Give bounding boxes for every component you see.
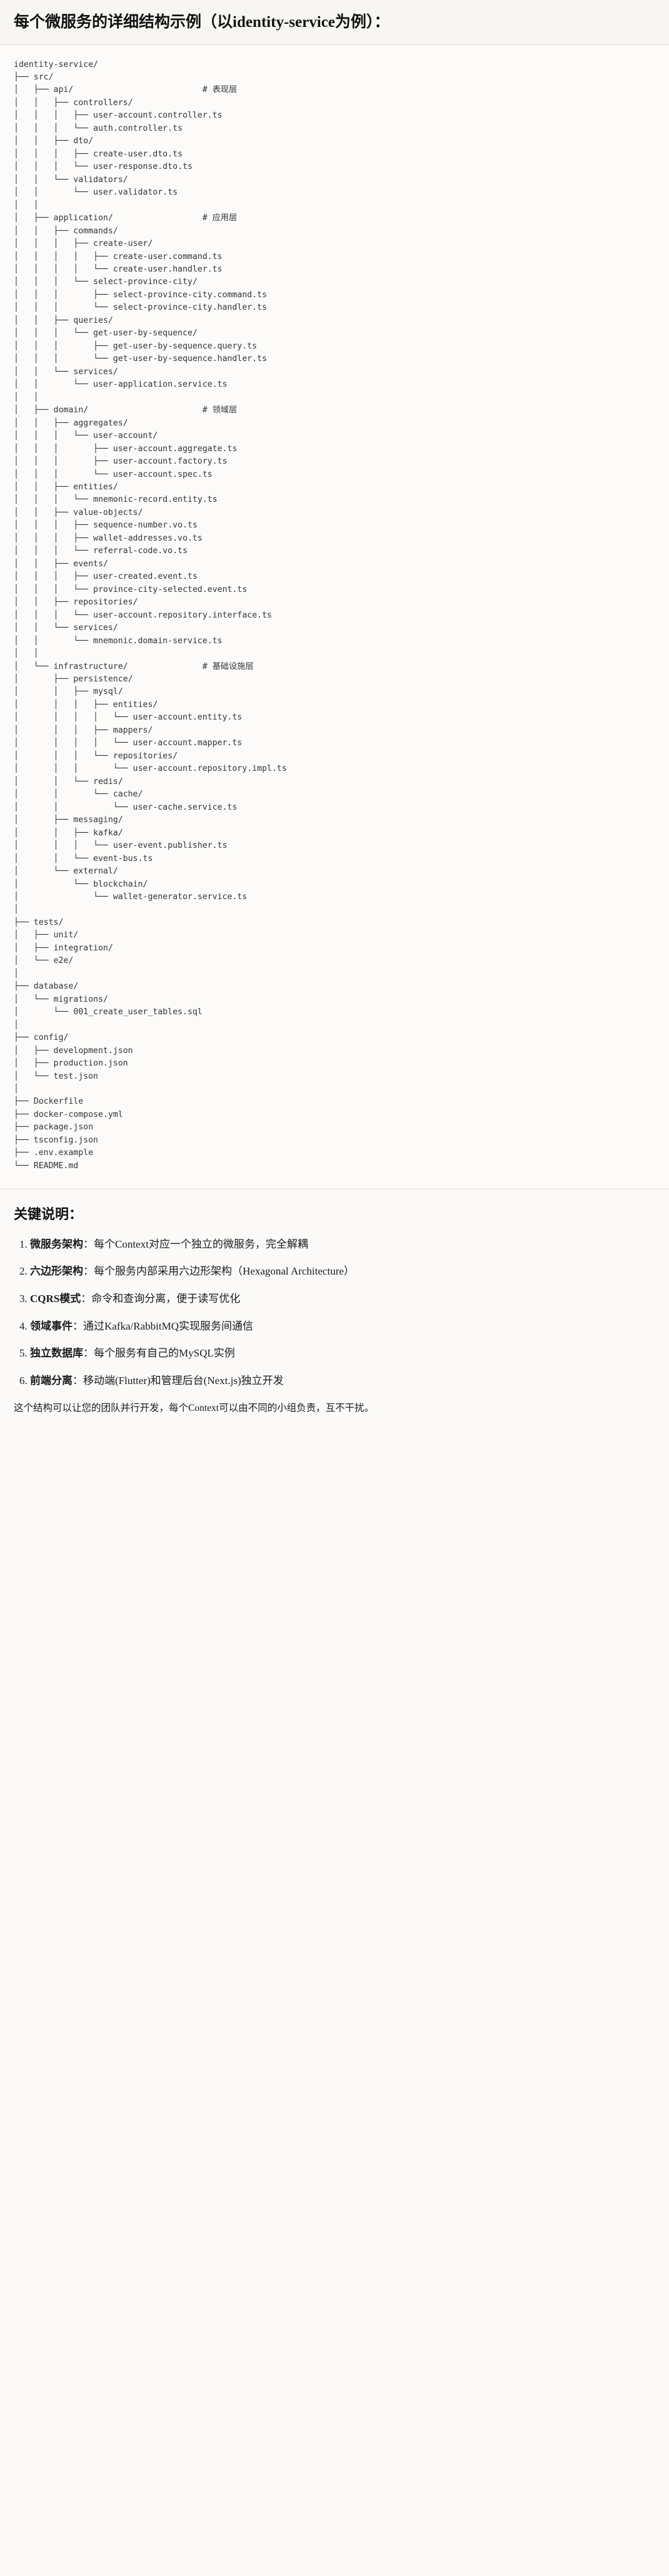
key-notes-list: 微服务架构：每个Context对应一个独立的微服务，完全解耦 六边形架构：每个服… <box>14 1237 655 1389</box>
list-item: 六边形架构：每个服务内部采用六边形架构（Hexagonal Architectu… <box>30 1264 655 1280</box>
note-desc: ：命令和查询分离，便于读写优化 <box>81 1293 241 1305</box>
key-notes-heading: 关键说明： <box>14 1206 83 1223</box>
note-term: CQRS模式 <box>30 1293 81 1305</box>
directory-tree: identity-service/ ├── src/ │ ├── api/ # … <box>14 59 287 1171</box>
note-term: 领域事件 <box>30 1320 73 1332</box>
note-desc: ：每个服务有自己的MySQL实例 <box>83 1347 235 1360</box>
list-item: 前端分离：移动端(Flutter)和管理后台(Next.js)独立开发 <box>30 1373 655 1389</box>
note-term: 微服务架构 <box>30 1238 83 1250</box>
list-item: 独立数据库：每个服务有自己的MySQL实例 <box>30 1346 655 1362</box>
note-desc: ：通过Kafka/RabbitMQ实现服务间通信 <box>73 1320 253 1332</box>
note-term: 六边形架构 <box>30 1265 83 1278</box>
note-term: 前端分离 <box>30 1374 73 1387</box>
key-notes-section: 关键说明： 微服务架构：每个Context对应一个独立的微服务，完全解耦 六边形… <box>0 1189 669 1435</box>
page-title: 每个微服务的详细结构示例（以identity-service为例）： <box>14 14 390 31</box>
list-item: 微服务架构：每个Context对应一个独立的微服务，完全解耦 <box>30 1237 655 1253</box>
document-page: 每个微服务的详细结构示例（以identity-service为例）： ident… <box>0 0 669 1435</box>
list-item: 领域事件：通过Kafka/RabbitMQ实现服务间通信 <box>30 1319 655 1335</box>
note-term: 独立数据库 <box>30 1347 83 1360</box>
closing-paragraph: 这个结构可以让您的团队并行开发，每个Context可以由不同的小组负责，互不干扰… <box>14 1402 375 1413</box>
directory-tree-block: identity-service/ ├── src/ │ ├── api/ # … <box>0 44 669 1190</box>
document-header: 每个微服务的详细结构示例（以identity-service为例）： <box>0 0 669 45</box>
note-desc: ：移动端(Flutter)和管理后台(Next.js)独立开发 <box>73 1374 284 1387</box>
list-item: CQRS模式：命令和查询分离，便于读写优化 <box>30 1291 655 1307</box>
note-desc: ：每个服务内部采用六边形架构（Hexagonal Architecture） <box>83 1265 355 1278</box>
note-desc: ：每个Context对应一个独立的微服务，完全解耦 <box>83 1238 308 1250</box>
